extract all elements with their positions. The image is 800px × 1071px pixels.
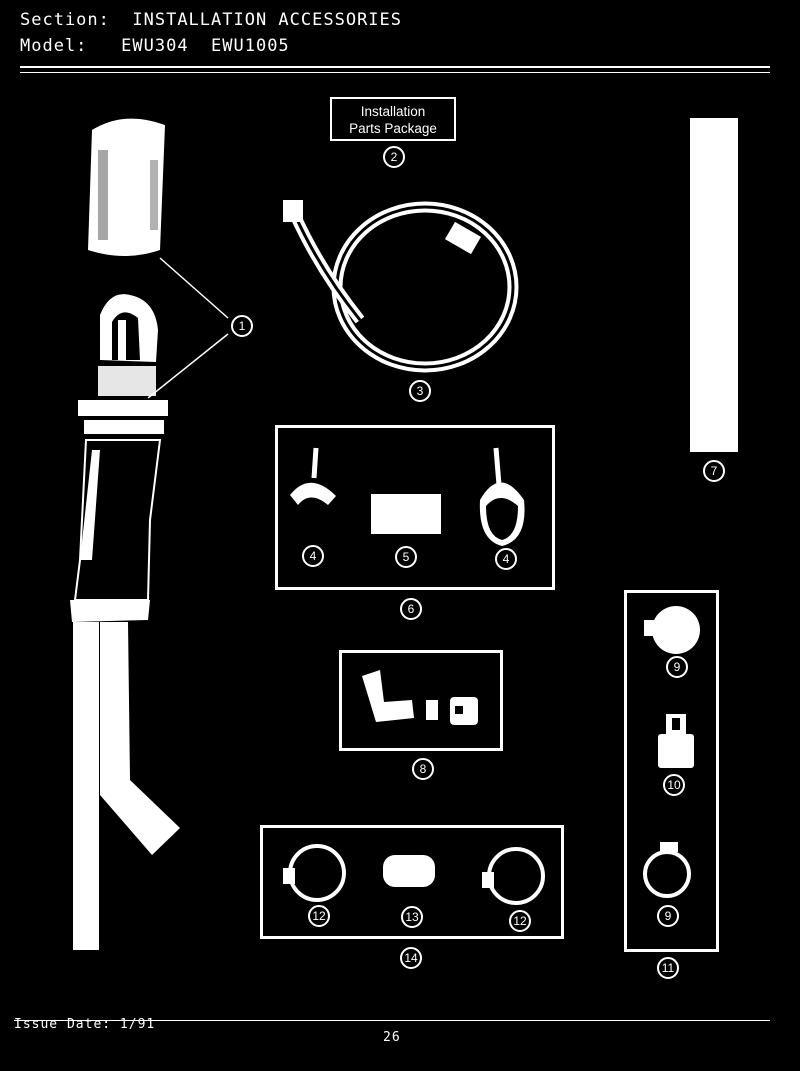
package-line-1: Installation [360, 104, 426, 119]
block-part [371, 494, 441, 534]
panel-part-6 [275, 425, 555, 590]
model-label: Model: [20, 36, 88, 56]
issue-date: Issue Date: 1/91 [14, 1017, 156, 1032]
callout-10: 10 [663, 774, 685, 796]
callout-14: 14 [400, 947, 422, 969]
callout-8: 8 [412, 758, 434, 780]
callout-11: 11 [657, 957, 679, 979]
callout-3: 3 [409, 380, 431, 402]
drain-hose-straight [73, 622, 99, 950]
clamp-9-top [644, 606, 700, 654]
callout-6: 6 [400, 598, 422, 620]
panel-part-11 [624, 590, 719, 952]
callout-1: 1 [231, 315, 253, 337]
section-label: Section: [20, 10, 110, 30]
panel-part-8 [339, 650, 503, 751]
drain-cap [88, 118, 165, 256]
page-number: 26 [383, 1030, 401, 1045]
callout-2: 2 [383, 146, 405, 168]
callout-9-top: 9 [666, 656, 688, 678]
header-rule-bottom [20, 72, 770, 73]
clamp-12-right [482, 847, 545, 905]
clamp-9-bottom [643, 842, 691, 898]
section-line: Section: INSTALLATION ACCESSORIES [20, 10, 402, 30]
model-line: Model: EWU304 EWU1005 [20, 36, 290, 56]
package-line-2: Parts Package [349, 121, 437, 136]
model-numbers: EWU304 EWU1005 [121, 36, 290, 56]
callout-9-bottom: 9 [657, 905, 679, 927]
callout-7: 7 [703, 460, 725, 482]
section-title: INSTALLATION ACCESSORIES [132, 10, 403, 30]
callout-12-right: 12 [509, 910, 531, 932]
callout-4-right: 4 [495, 548, 517, 570]
hose-connector-13 [383, 855, 435, 887]
drain-hose-bend [100, 622, 180, 855]
clamp-left [290, 447, 336, 505]
parts-package-label: Installation Parts Package [330, 97, 456, 141]
fill-hose [283, 200, 519, 373]
coupling-10 [658, 714, 694, 768]
header-rule-top [20, 66, 770, 68]
hose-section [690, 118, 738, 452]
footer-rule [14, 1020, 770, 1021]
callout-13: 13 [401, 906, 423, 928]
callout-12-left: 12 [308, 905, 330, 927]
clamp-12-left [283, 844, 346, 902]
drain-hose-assembly [70, 118, 229, 950]
panel-part-14 [260, 825, 564, 939]
callout-4-left: 4 [302, 545, 324, 567]
elbow-fitting-set [362, 670, 478, 725]
clamp-right [479, 447, 525, 546]
callout-5: 5 [395, 546, 417, 568]
